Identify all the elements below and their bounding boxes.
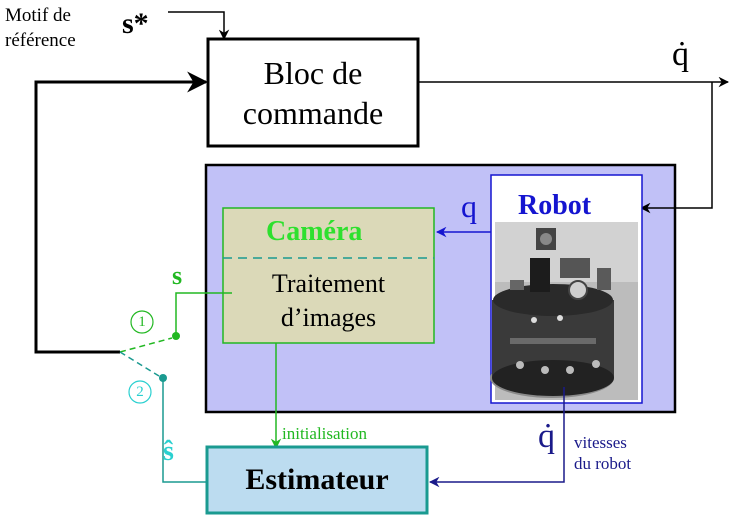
s-signal-label: s: [172, 261, 183, 290]
motif-label-line1: Motif de: [5, 5, 71, 26]
robot-speed-line1: vitesses: [574, 433, 627, 452]
switch-badge-1: [130, 310, 154, 334]
robot-speed-symbol: q̇: [538, 418, 555, 455]
command-to-robot-arrow: [639, 82, 713, 214]
s-hat-signal-line: [162, 378, 206, 483]
robot-q-label: q: [461, 188, 477, 224]
feedback-loop-line: [34, 71, 209, 354]
command-block-line1: Bloc de: [263, 54, 363, 91]
estimator-label: Estimateur: [245, 463, 389, 496]
output-q-dot-label: q̇: [672, 36, 689, 73]
switch-dash-2: [119, 351, 160, 377]
switch-badge-2-number: 2: [136, 383, 144, 400]
s-star-text: s*: [122, 7, 149, 40]
robot-speed-arrow: [428, 387, 565, 488]
s-signal-line: [175, 292, 232, 334]
camera-processing-line1: Traitement: [271, 269, 386, 298]
s-hat-label: ŝ: [163, 436, 174, 467]
switch-badge-1-number: 1: [138, 313, 146, 330]
switch-badge-1-text: 1: [131, 311, 153, 333]
camera-processing-text: Traitement d’images: [223, 262, 434, 340]
switch-dash-1: [119, 337, 173, 353]
camera-box: [222, 207, 435, 344]
switch-badge-2: [128, 380, 152, 404]
reference-arrow: [168, 11, 230, 41]
robot-photo: [490, 222, 638, 400]
switch-contact-1: [172, 332, 180, 340]
command-block-line2: commande: [242, 94, 384, 131]
estimator-text: Estimateur: [207, 447, 427, 513]
camera-title: Caméra: [266, 216, 363, 247]
command-block-text: Bloc de commande: [208, 39, 418, 146]
s-star-label: s*: [122, 9, 149, 39]
estimator-box: [205, 445, 429, 515]
command-block: [206, 37, 420, 148]
initialisation-label: initialisation: [282, 424, 367, 443]
switch-badge-2-text: 2: [129, 381, 151, 403]
robot-speed-line2: du robot: [574, 454, 632, 473]
robot-title: Robot: [518, 190, 592, 221]
camera-processing-line2: d’images: [280, 303, 377, 332]
motif-label-line2: référence: [5, 30, 76, 51]
